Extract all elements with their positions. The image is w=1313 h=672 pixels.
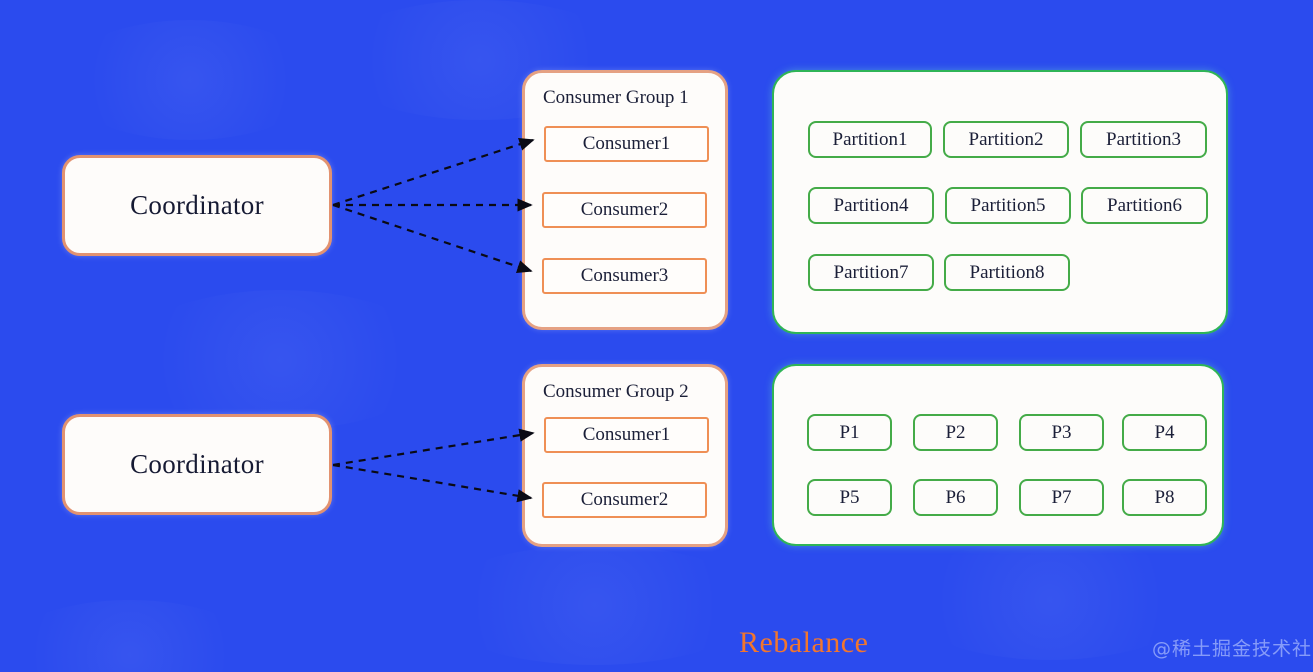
rebalance-caption: Rebalance (739, 626, 869, 659)
partition-label: P3 (1051, 421, 1072, 443)
consumer-group-title-1: Consumer Group 1 (543, 87, 689, 108)
partition-label: Partition6 (1107, 194, 1182, 216)
partition-label: Partition4 (833, 194, 909, 216)
partition-box[interactable]: Partition3 (1080, 121, 1207, 158)
partition-label: P4 (1154, 421, 1175, 443)
partition-box[interactable]: Partition5 (945, 187, 1071, 224)
partition-label: Partition7 (833, 261, 909, 283)
background-watermark-blob (120, 290, 440, 430)
consumer-group-title-2: Consumer Group 2 (543, 381, 689, 402)
partition-label: Partition3 (1106, 128, 1181, 150)
partition-label: P8 (1154, 486, 1175, 508)
partition-box[interactable]: P7 (1019, 479, 1104, 516)
partition-box[interactable]: P8 (1122, 479, 1207, 516)
consumer-label: Consumer1 (582, 133, 671, 154)
arrow-coordinator2-to-consumer2 (332, 463, 533, 503)
consumer-group-box-1[interactable]: Consumer Group 1 Consumer1 Consumer2 Con… (522, 70, 728, 330)
partition-box[interactable]: Partition4 (808, 187, 934, 224)
background-watermark-blob (430, 545, 760, 665)
partition-label: Partition2 (968, 128, 1044, 150)
consumer-box[interactable]: Consumer2 (542, 482, 707, 518)
partition-label: P6 (945, 486, 966, 508)
partition-box[interactable]: Partition1 (808, 121, 932, 158)
arrow-coordinator1-to-consumer3 (332, 203, 533, 273)
consumer-box[interactable]: Consumer1 (544, 126, 709, 162)
partition-box[interactable]: Partition2 (943, 121, 1069, 158)
coordinator-label: Coordinator (130, 190, 264, 220)
partition-label: P1 (839, 421, 860, 443)
partition-box[interactable]: Partition7 (808, 254, 934, 291)
site-watermark: @稀土掘金技术社区 (1152, 638, 1313, 660)
consumer-label: Consumer2 (580, 489, 669, 510)
consumer-label: Consumer3 (580, 265, 669, 286)
consumer-label: Consumer2 (580, 199, 669, 220)
partition-box[interactable]: P6 (913, 479, 998, 516)
partition-label: Partition5 (970, 194, 1046, 216)
partition-box[interactable]: P1 (807, 414, 892, 451)
partition-box[interactable]: Partition6 (1081, 187, 1208, 224)
coordinator-label: Coordinator (130, 449, 264, 479)
partition-panel-2[interactable]: P1 P2 P3 P4 P5 P6 P7 P8 (772, 364, 1224, 546)
background-watermark-blob (60, 20, 320, 140)
partition-label: Partition1 (832, 128, 908, 150)
partition-box[interactable]: P3 (1019, 414, 1104, 451)
partition-label: P5 (839, 486, 860, 508)
partition-label: Partition8 (969, 261, 1045, 283)
partition-box[interactable]: Partition8 (944, 254, 1070, 291)
consumer-box[interactable]: Consumer3 (542, 258, 707, 294)
consumer-group-box-2[interactable]: Consumer Group 2 Consumer1 Consumer2 (522, 364, 728, 547)
background-watermark-blob (0, 600, 260, 672)
partition-box[interactable]: P4 (1122, 414, 1207, 451)
partition-panel-1[interactable]: Partition1 Partition2 Partition3 Partiti… (772, 70, 1228, 334)
arrow-coordinator2-to-consumer1 (332, 428, 535, 467)
partition-box[interactable]: P5 (807, 479, 892, 516)
consumer-label: Consumer1 (582, 424, 671, 445)
coordinator-box-1[interactable]: Coordinator (62, 155, 332, 256)
partition-label: P7 (1051, 486, 1072, 508)
partition-box[interactable]: P2 (913, 414, 998, 451)
consumer-box[interactable]: Consumer2 (542, 192, 707, 228)
coordinator-box-2[interactable]: Coordinator (62, 414, 332, 515)
arrow-coordinator1-to-consumer1 (332, 137, 535, 207)
partition-label: P2 (945, 421, 966, 443)
consumer-box[interactable]: Consumer1 (544, 417, 709, 453)
